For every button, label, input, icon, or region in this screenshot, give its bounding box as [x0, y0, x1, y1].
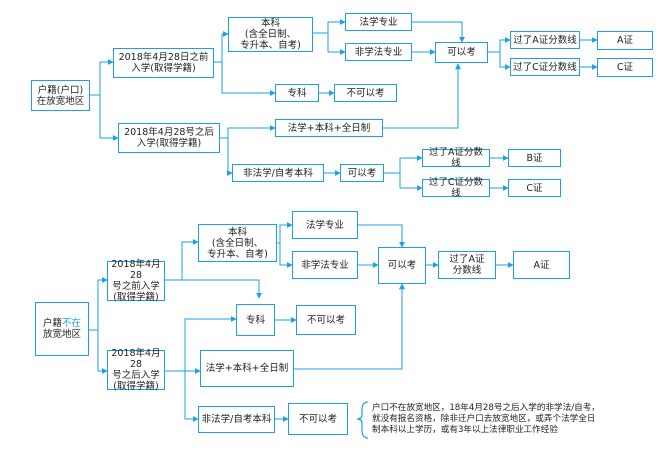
- connector: [99, 95, 119, 141]
- connector: [313, 32, 346, 55]
- connector: [165, 239, 199, 281]
- node-not-eligible: 不可以考: [334, 84, 397, 102]
- node-zhuanke-b: 专科: [236, 304, 275, 336]
- node-a-cert: A证: [597, 31, 653, 50]
- connector: [499, 52, 511, 70]
- connector: [165, 316, 237, 372]
- node-law-major-b: 法学专业: [292, 211, 358, 239]
- connector: [383, 63, 461, 129]
- node-law-major: 法学专业: [345, 13, 412, 31]
- root-label-highlight: 不在: [62, 318, 82, 329]
- node-after-2018-04-28-b: 2018年4月28 号之后入学 (取得学籍): [107, 348, 165, 392]
- node-eligible-2: 可以考: [340, 164, 384, 182]
- connector: [358, 224, 405, 248]
- connector: [277, 222, 293, 244]
- connector: [97, 330, 108, 374]
- note-brace: [356, 401, 369, 439]
- node-hukou-not-in-relaxed-area: 户籍不在 放宽地区: [35, 302, 89, 356]
- node-pass-c-line: 过了C证分数线: [510, 58, 580, 76]
- node-law-bachelor-fulltime-b: 法学+本科+全日制: [200, 350, 294, 387]
- node-non-law-self-exam-b: 非法学/自考本科: [198, 406, 275, 433]
- node-non-law-major-b: 非学法专业: [292, 251, 358, 279]
- node-non-law-self-exam: 非法学/自考本科: [232, 164, 324, 182]
- connector: [412, 21, 465, 43]
- node-non-law-major: 非学法专业: [345, 43, 412, 61]
- node-benke: 本科 (含全日制、 专升本、自考): [228, 17, 313, 52]
- node-c-cert-2: C证: [508, 179, 561, 197]
- connector: [182, 279, 262, 299]
- connector: [214, 31, 229, 63]
- node-before-2018-04-28-b: 2018年4月28 号之前入学 (取得学籍): [107, 259, 165, 303]
- node-pass-a-line: 过了A证分数线: [510, 31, 580, 49]
- node-pass-a-line-2: 过了A证分数线: [422, 147, 490, 169]
- node-pass-c-line-2: 过了C证分数线: [422, 177, 490, 199]
- node-before-2018-04-28: 2018年4月28日之前 入学(取得学籍): [113, 48, 214, 78]
- root-label-part1: 户籍: [42, 318, 62, 329]
- node-zhuanke: 专科: [275, 84, 319, 102]
- connector: [89, 277, 108, 331]
- node-b-cert: B证: [508, 149, 561, 167]
- eligibility-note: 户口不在放宽地区，18年4月28号之后入学的非学法/自考， 就没有报名资格，除非…: [372, 403, 600, 435]
- connector: [184, 371, 199, 422]
- node-eligible: 可以考: [435, 42, 488, 63]
- connector: [399, 173, 423, 191]
- node-hukou-in-relaxed-area: 户籍(户口) 在放宽地区: [31, 80, 90, 111]
- node-not-eligible-b2: 不可以考: [288, 403, 348, 435]
- connector: [214, 61, 276, 96]
- node-a-cert-b: A证: [513, 251, 570, 279]
- node-pass-a-line-b: 过了A证 分数线: [438, 251, 496, 279]
- node-not-eligible-b: 不可以考: [296, 305, 356, 335]
- node-after-2018-04-28: 2018年4月28号之后 入学(取得学籍): [118, 123, 220, 153]
- connector: [279, 243, 293, 268]
- node-c-cert: C证: [597, 58, 653, 77]
- connector: [226, 138, 233, 176]
- node-benke-b: 本科 (含全日制、 专升本、自考): [198, 224, 277, 262]
- root-label-part2: 放宽地区: [42, 329, 81, 340]
- node-law-bachelor-fulltime: 法学+本科+全日制: [275, 119, 383, 137]
- connector: [488, 37, 511, 53]
- connector: [384, 155, 423, 174]
- connector: [294, 283, 405, 370]
- node-eligible-b: 可以考: [378, 247, 426, 284]
- connector: [313, 19, 346, 34]
- connector: [220, 125, 276, 139]
- connector: [90, 59, 114, 96]
